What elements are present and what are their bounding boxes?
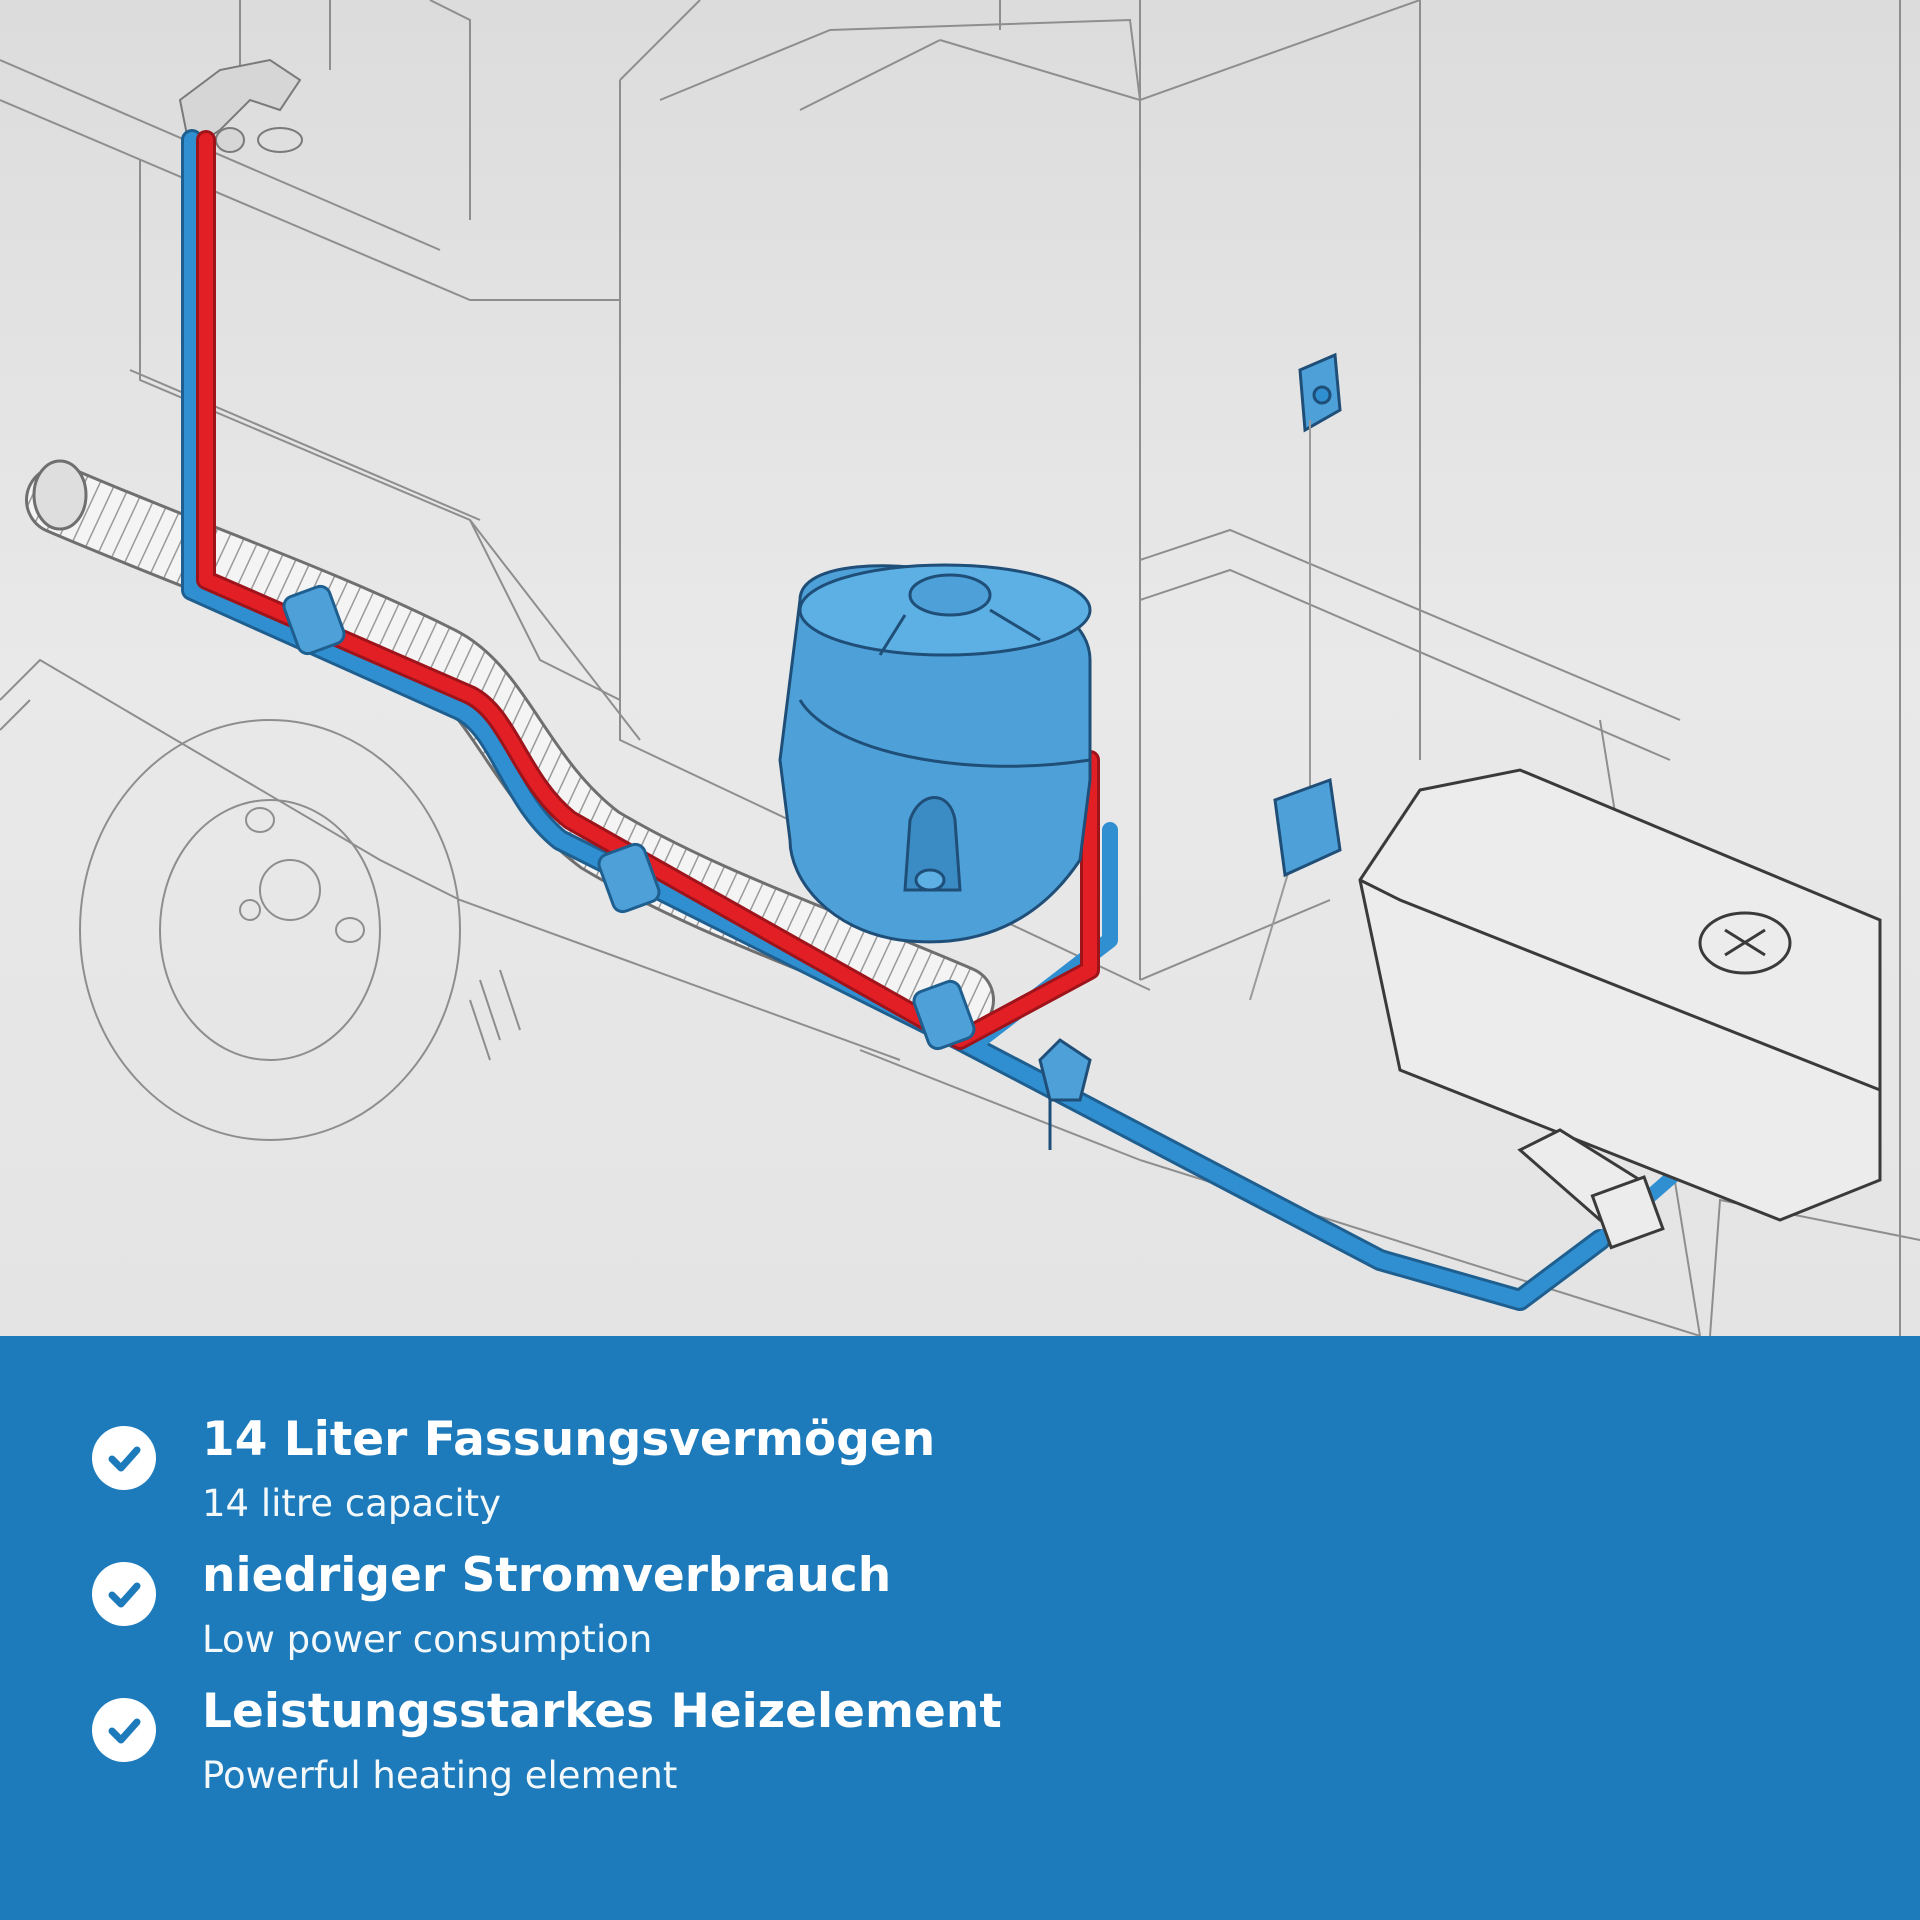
drain-valve [1038,1038,1092,1150]
feature-item-power: niedriger Stromverbrauch Low power consu… [92,1544,1792,1674]
wheel-outline [79,719,521,1141]
feature-title: niedriger Stromverbrauch [202,1548,892,1603]
water-heater-tank [778,563,1092,944]
feature-subtitle: Low power consumption [202,1618,653,1661]
feature-item-heating: Leistungsstarkes Heizelement Powerful he… [92,1680,1792,1810]
feature-panel: 14 Liter Fassungsvermögen 14 litre capac… [0,1336,1920,1920]
control-panel [1249,352,1342,1001]
vehicle-outline [0,0,1920,1336]
feature-subtitle: Powerful heating element [202,1754,678,1797]
installation-illustration [0,0,1920,1336]
fresh-water-tank [1358,768,1882,1222]
check-circle-icon [92,1426,156,1490]
check-circle-icon [92,1562,156,1626]
hose-clamps [282,584,976,1051]
water-pump [1517,1128,1665,1250]
feature-subtitle: 14 litre capacity [202,1482,502,1525]
feature-title: 14 Liter Fassungsvermögen [202,1412,936,1467]
check-circle-icon [92,1698,156,1762]
feature-item-capacity: 14 Liter Fassungsvermögen 14 litre capac… [92,1408,1792,1538]
hot-water-pipe [196,130,1100,1050]
feature-title: Leistungsstarkes Heizelement [202,1684,1002,1739]
